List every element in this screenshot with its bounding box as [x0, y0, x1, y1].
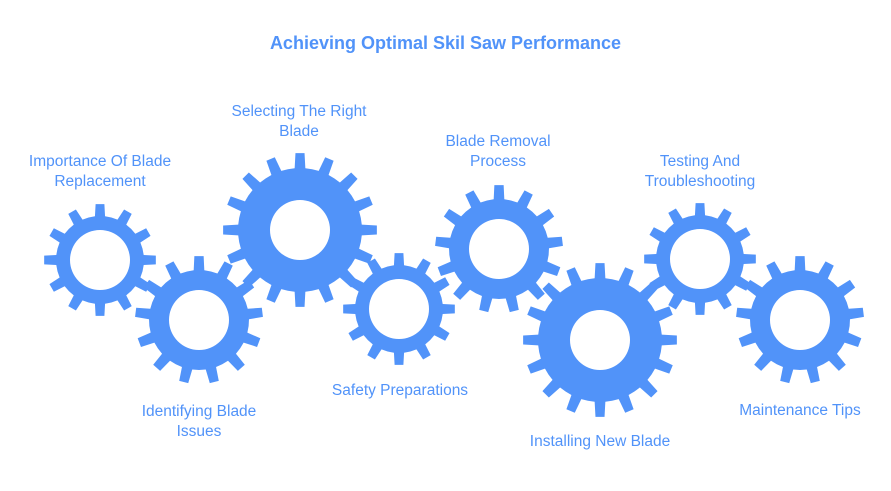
label-line: Issues [176, 423, 222, 440]
label-line: Maintenance Tips [739, 402, 861, 419]
gear-icon [135, 256, 263, 384]
gear-icon [44, 204, 156, 316]
label-line: Replacement [54, 173, 146, 190]
gear-icon [523, 263, 677, 417]
gear-icon [223, 153, 377, 307]
step-label-blade-removal-process: Blade Removal Process [445, 132, 550, 172]
step-label-importance-of-blade-replacement: Importance Of Blade Replacement [29, 152, 171, 192]
step-label-testing-and-troubleshooting: Testing And Troubleshooting [645, 152, 756, 192]
gear-icon [644, 203, 756, 315]
gear-icon [343, 253, 455, 365]
step-label-selecting-the-right-blade: Selecting The Right Blade [232, 102, 367, 142]
step-label-installing-new-blade: Installing New Blade [530, 432, 670, 452]
label-line: Troubleshooting [644, 173, 756, 190]
gear-icon [736, 256, 864, 384]
diagram-title: Achieving Optimal Skil Saw Performance [269, 33, 622, 53]
step-label-identifying-blade-issues: Identifying Blade Issues [142, 402, 257, 442]
label-line: Safety Preparations [331, 382, 469, 399]
label-line: Blade [279, 123, 319, 140]
step-label-safety-preparations: Safety Preparations [332, 381, 468, 401]
label-line: Process [469, 153, 526, 170]
gear-icon [435, 185, 563, 313]
label-line: Identifying Blade [141, 403, 257, 420]
label-line: Selecting The Right [231, 103, 367, 120]
label-line: Blade Removal [445, 133, 551, 150]
label-line: Importance Of Blade [28, 153, 172, 170]
label-line: Installing New Blade [529, 433, 671, 450]
step-label-maintenance-tips: Maintenance Tips [739, 401, 861, 421]
label-line: Testing And [659, 153, 741, 170]
